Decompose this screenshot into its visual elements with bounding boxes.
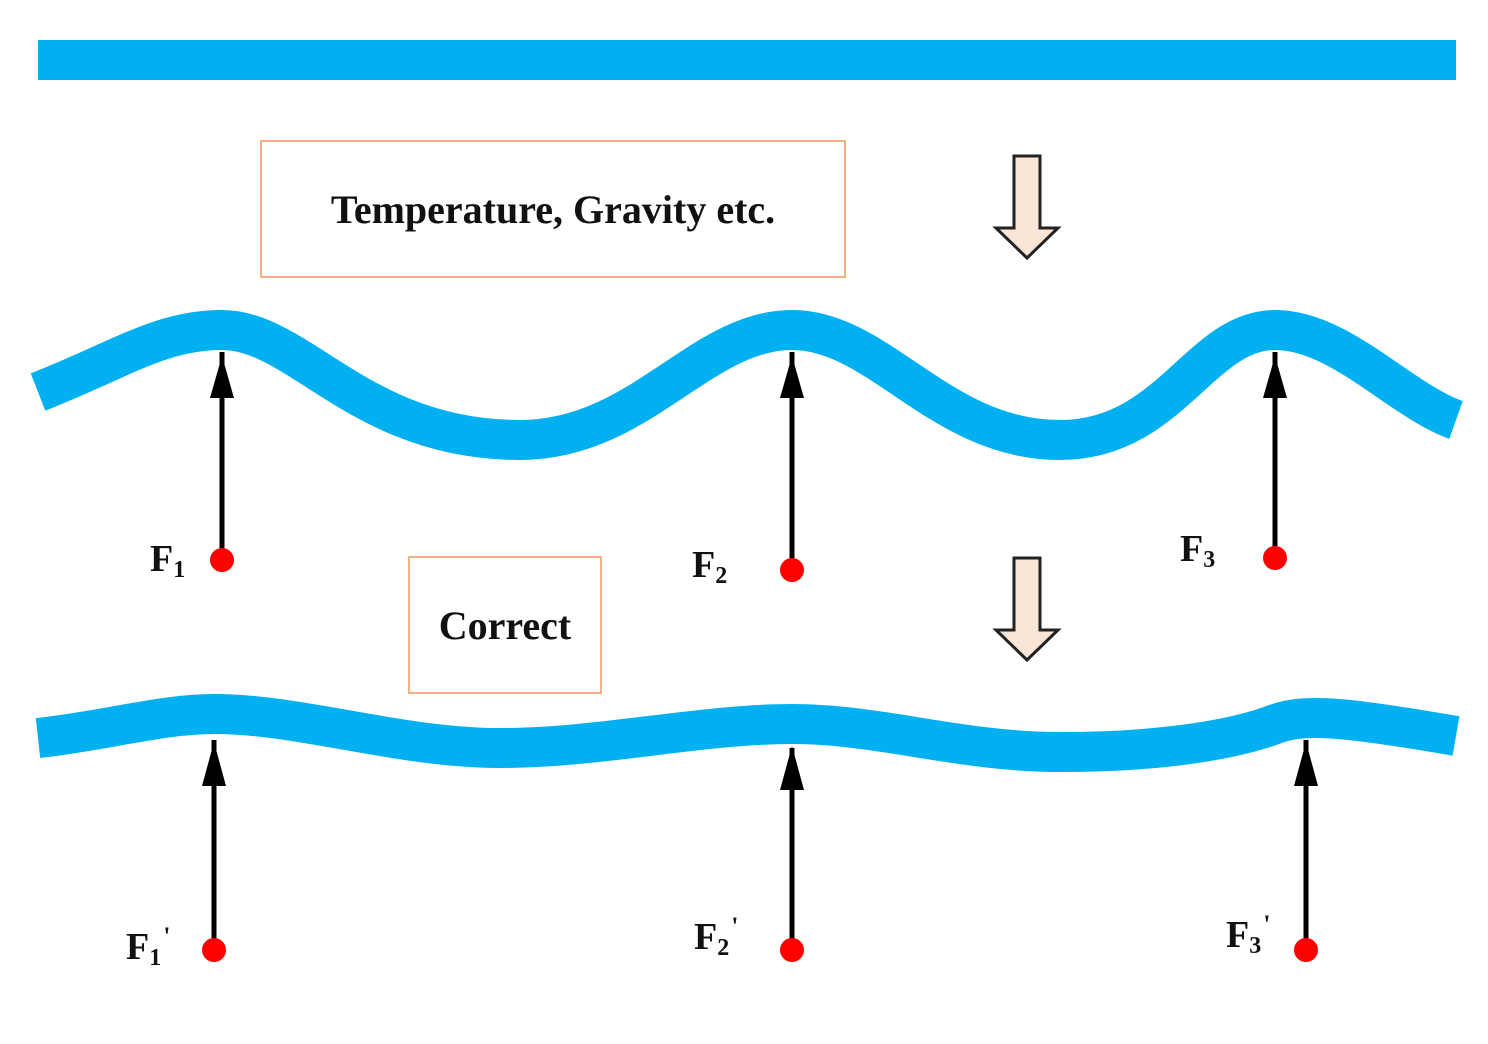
corrected-force-arrowhead-1 — [202, 742, 226, 786]
factors-box: Temperature, Gravity etc. — [260, 140, 846, 278]
force-arrowhead-3 — [1263, 356, 1287, 398]
force-label-1: F1 — [150, 538, 186, 583]
correct-box: Correct — [408, 556, 602, 694]
force-label-3: F3 — [1180, 528, 1216, 573]
deformed-surface — [30, 309, 1464, 461]
factors-text: Temperature, Gravity etc. — [330, 186, 776, 232]
corrected-force-arrowhead-2 — [780, 746, 804, 790]
correct-text: Correct — [438, 602, 572, 648]
corrected-force-label-2: F2' — [694, 912, 739, 961]
corrected-force-point-2 — [780, 938, 804, 962]
down-arrow-icon — [992, 154, 1062, 261]
corrected-force-label-3: F3' — [1226, 910, 1271, 959]
force-arrowhead-2 — [780, 356, 804, 398]
force-point-2 — [780, 558, 804, 582]
force-label-2: F2 — [692, 544, 728, 589]
force-point-1 — [210, 548, 234, 572]
force-arrowhead-1 — [210, 356, 234, 398]
down-arrow-icon — [992, 556, 1062, 663]
corrected-surface — [35, 693, 1460, 773]
corrected-force-point-1 — [202, 938, 226, 962]
corrected-force-arrowhead-3 — [1294, 742, 1318, 786]
corrected-force-point-3 — [1294, 938, 1318, 962]
corrected-force-label-1: F1' — [126, 922, 171, 971]
force-point-3 — [1263, 546, 1287, 570]
